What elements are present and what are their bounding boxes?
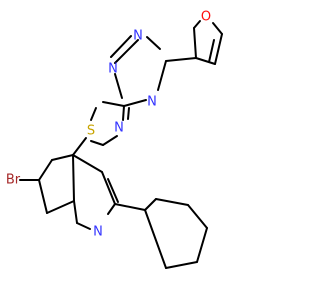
atom-labels: N N N N S O N Br bbox=[6, 10, 211, 240]
bond bbox=[144, 209, 167, 269]
bonds bbox=[19, 20, 223, 269]
bond bbox=[107, 203, 116, 215]
atom-label-n: N bbox=[93, 225, 103, 240]
bond bbox=[123, 99, 147, 107]
atom-label-n: N bbox=[114, 121, 124, 136]
bond bbox=[144, 198, 157, 211]
bond bbox=[114, 203, 146, 211]
bond bbox=[73, 200, 78, 224]
bond bbox=[195, 57, 216, 65]
bond bbox=[102, 135, 118, 146]
bond bbox=[72, 154, 103, 173]
atom-label-n: N bbox=[108, 62, 118, 77]
atom-label-s: S bbox=[87, 124, 95, 139]
molecule-structure: N N N N S O N Br bbox=[6, 10, 223, 269]
bond bbox=[72, 154, 75, 202]
bond bbox=[76, 222, 91, 230]
bond bbox=[101, 171, 116, 205]
bond bbox=[165, 57, 197, 62]
atom-label-br: Br bbox=[6, 173, 21, 188]
bond bbox=[193, 27, 197, 59]
bond bbox=[165, 261, 198, 269]
bond bbox=[146, 36, 161, 50]
bond bbox=[114, 39, 139, 64]
bond bbox=[114, 73, 123, 99]
atom-label-o: O bbox=[201, 10, 211, 25]
bond bbox=[214, 33, 223, 65]
bond bbox=[90, 107, 97, 121]
atom-label-n: N bbox=[133, 29, 143, 44]
atom-label-n: N bbox=[147, 95, 157, 110]
bond bbox=[155, 198, 189, 206]
bond bbox=[107, 178, 119, 203]
bond bbox=[38, 159, 53, 181]
bond bbox=[90, 140, 104, 146]
bond bbox=[72, 137, 87, 156]
bond bbox=[196, 227, 208, 263]
bond bbox=[157, 60, 167, 91]
bond bbox=[193, 20, 201, 29]
bond bbox=[51, 154, 74, 161]
bond bbox=[110, 35, 132, 58]
bond bbox=[102, 101, 125, 107]
bond bbox=[46, 200, 75, 214]
bond bbox=[127, 107, 130, 120]
bond bbox=[212, 22, 223, 35]
bond bbox=[187, 204, 208, 229]
bond bbox=[122, 105, 125, 121]
bond bbox=[38, 179, 48, 214]
bond bbox=[208, 39, 215, 63]
